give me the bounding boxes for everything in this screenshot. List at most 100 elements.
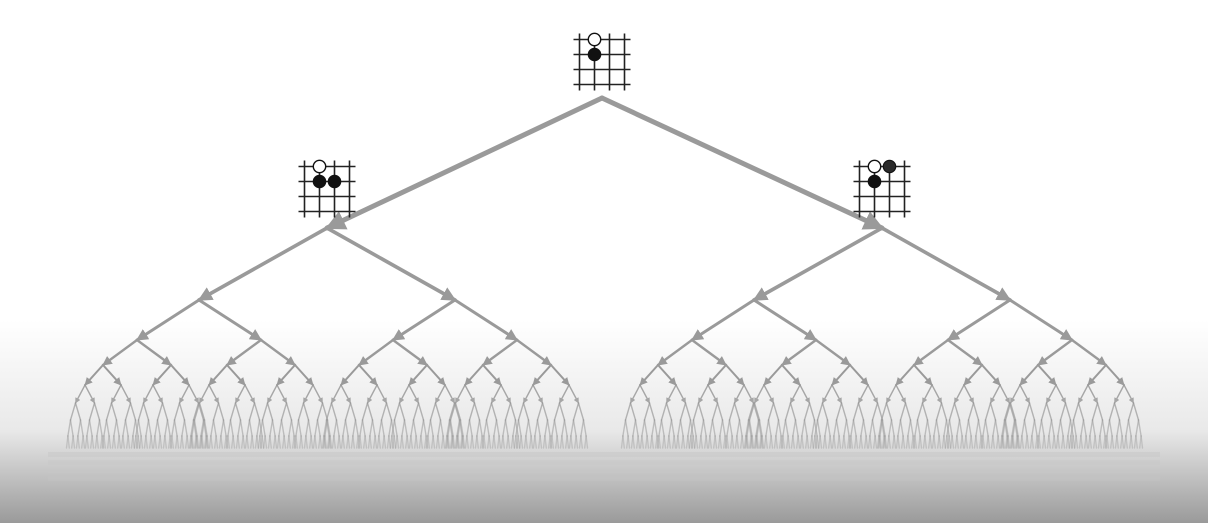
tree-edge	[286, 435, 290, 449]
tree-edge	[641, 419, 646, 437]
tree-edge	[561, 419, 566, 437]
tree-edge	[74, 402, 82, 421]
tree-edge	[373, 435, 376, 449]
tree-edge	[406, 435, 410, 449]
tree-edge	[544, 435, 547, 449]
tree-edge	[724, 435, 728, 449]
tree-edge	[627, 435, 631, 449]
tree-edge	[516, 435, 519, 449]
tree-edge	[668, 435, 671, 449]
tree-edge	[977, 419, 982, 437]
tree-edge	[99, 435, 103, 449]
tree-edge	[388, 435, 391, 449]
tree-edge	[563, 419, 568, 437]
tree-edge	[356, 435, 359, 449]
tree-edge	[1065, 435, 1069, 449]
tree-edge	[497, 435, 500, 449]
tree-edge	[184, 435, 188, 449]
tree-edge	[921, 402, 929, 421]
tree-edge	[452, 435, 456, 449]
tree-edge	[519, 435, 522, 449]
tree-edge	[946, 419, 951, 437]
tree-edge	[677, 419, 682, 437]
tree-edge	[367, 435, 371, 449]
tree-edge	[170, 364, 190, 386]
black-stone-icon	[312, 174, 327, 189]
tree-edge	[464, 364, 484, 386]
tree-edge	[1094, 435, 1098, 449]
tree-edge	[982, 435, 985, 449]
tree-edge	[478, 419, 483, 437]
tree-edge	[181, 419, 186, 437]
tree-edge	[282, 435, 285, 449]
tree-edge	[1125, 435, 1129, 449]
tree-edge	[781, 364, 801, 386]
tree-edge	[468, 402, 476, 421]
tree-edge	[940, 402, 948, 421]
tree-edge	[261, 419, 266, 437]
tree-edge	[382, 435, 385, 449]
tree-edge	[380, 419, 385, 437]
tree-edge	[756, 435, 759, 449]
tree-edge	[548, 435, 551, 449]
tree-edge	[167, 435, 171, 449]
tree-edge	[391, 419, 396, 437]
tree-edge	[599, 95, 885, 231]
tree-edge	[359, 419, 364, 437]
tree-edge	[792, 419, 797, 437]
tree-edge	[816, 435, 820, 449]
tree-edge	[965, 435, 968, 449]
tree-edge	[77, 435, 81, 449]
tree-edge	[728, 419, 733, 437]
tree-edge	[318, 435, 321, 449]
tree-edge	[342, 419, 347, 437]
tree-edge	[512, 419, 517, 437]
tree-edge	[471, 435, 475, 449]
tree-edge	[760, 435, 763, 449]
tree-edge	[933, 435, 936, 449]
tree-edge	[470, 435, 473, 449]
tree-edge	[895, 435, 899, 449]
tree-edge	[509, 402, 517, 421]
tree-edge	[98, 419, 103, 437]
tree-edge	[1123, 384, 1135, 404]
tree-edge	[655, 435, 658, 449]
tree-edge	[713, 435, 716, 449]
tree-edge	[789, 384, 801, 404]
tree-edge	[698, 435, 702, 449]
tree-edge	[914, 435, 917, 449]
tree-edge	[461, 435, 464, 449]
tree-edge	[222, 419, 227, 437]
tree-edge	[663, 435, 667, 449]
tree-edge	[116, 435, 120, 449]
tree-edge	[237, 419, 242, 437]
tree-edge	[210, 419, 215, 437]
tree-edge	[398, 384, 410, 404]
tree-edge	[481, 435, 485, 449]
tree-edge	[989, 384, 1001, 404]
tree-edge	[488, 435, 492, 449]
tree-edge	[1116, 435, 1120, 449]
tree-edge	[517, 419, 522, 437]
tree-edge	[826, 419, 831, 437]
tree-edge	[733, 384, 745, 404]
tree-edge	[931, 435, 935, 449]
tree-edge	[1096, 402, 1104, 421]
tree-edge	[312, 435, 316, 449]
tree-edge	[171, 419, 176, 437]
tree-edge	[391, 298, 457, 342]
tree-edge	[1082, 419, 1087, 437]
tree-edge	[1087, 364, 1107, 386]
tree-edge	[645, 435, 648, 449]
tree-edge	[352, 435, 355, 449]
tree-edge	[912, 338, 950, 367]
tree-edge	[967, 402, 975, 421]
tree-edge	[935, 419, 940, 437]
tree-edge	[280, 402, 288, 421]
tree-edge	[751, 435, 755, 449]
tree-edge	[437, 419, 442, 437]
tree-edge	[325, 226, 457, 302]
tree-edge	[82, 435, 86, 449]
tree-edge	[1111, 435, 1115, 449]
tree-edge	[264, 435, 268, 449]
